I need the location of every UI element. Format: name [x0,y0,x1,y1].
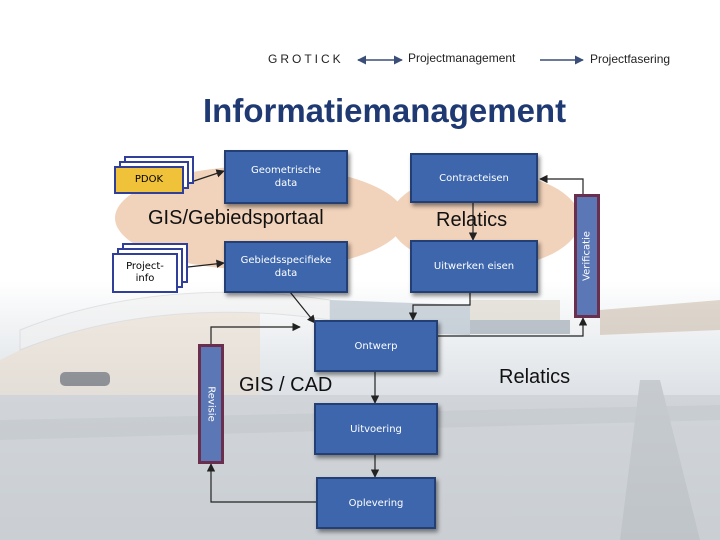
verificatie-bar [574,194,600,318]
arrow-oplevering-revisie [206,463,316,503]
revisie-bar [198,344,224,464]
uitwerken-eisen-box: Uitwerken eisen [410,240,538,293]
relatics-label-bottom: Relatics [499,366,571,388]
oplevering-box: Oplevering [316,477,436,529]
gebiedsspecifieke-data-box: Gebiedsspecifieke data [224,241,348,293]
projectinfo-card: Project- info [112,253,178,293]
pdok-label: PDOK [134,174,164,185]
ontwerp-box: Ontwerp [314,320,438,372]
nav-projectfasering[interactable]: Projectfasering [590,52,671,66]
arrow-pdok-geometrische [193,169,225,182]
revisie-label: Revisie [205,386,217,422]
arrow-uitwerken-ontwerp [408,293,471,321]
relatics-label-top: Relatics [436,209,508,231]
arrow-verificatie-contracteisen [539,174,584,194]
arrow-gebiedsspecifieke-ontwerp [289,291,316,324]
uitvoering-box: Uitvoering [314,403,438,455]
arrow-revisie-ontwerp [210,322,301,344]
gis-cad-label: GIS / CAD [239,374,333,396]
page-title: Informatiemanagement [203,92,567,129]
gis-gebiedsportaal-label: GIS/Gebiedsportaal [148,207,324,229]
nav-projectmanagement[interactable]: Projectmanagement [408,51,516,65]
arrow-projectinfo-gebiedsspecifieke [187,259,225,269]
pdok-card: PDOK [114,166,184,194]
contracteisen-box: Contracteisen [410,153,538,203]
arrow-ontwerp-verificatie [437,317,588,337]
nav-grotick[interactable]: GROTICK [268,52,344,66]
geometrische-data-box: Geometrische data [224,150,348,204]
projectinfo-label: Project- info [126,261,164,284]
verificatie-label: Verificatie [581,231,593,281]
